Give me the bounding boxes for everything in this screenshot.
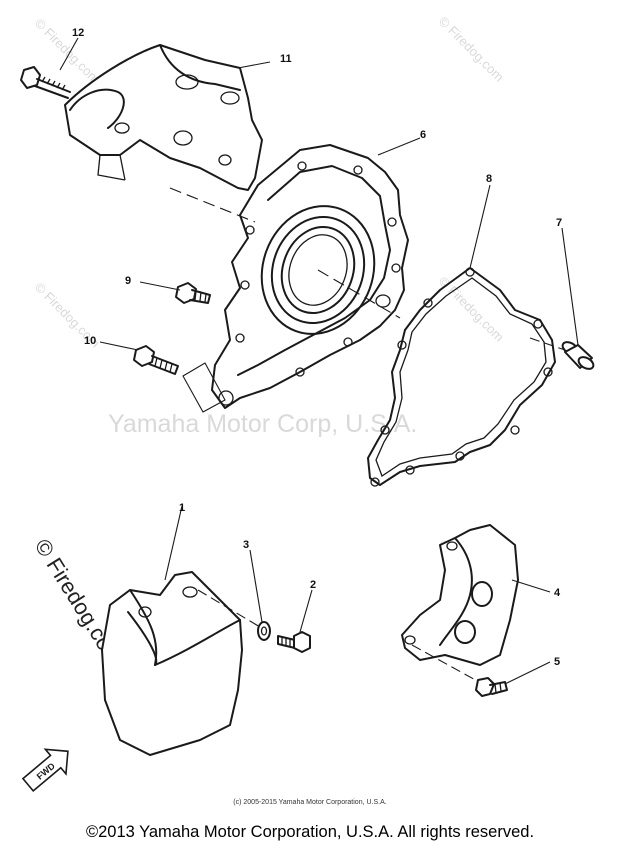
bolt-bracket — [182, 362, 226, 413]
callout-4: 4 — [554, 587, 561, 599]
diagram-credit: (c) 2005-2015 Yamaha Motor Corporation, … — [233, 799, 387, 806]
part-9-bolt — [175, 282, 211, 304]
part-6-crankcase-cover — [169, 144, 409, 409]
watermark-firedog-top-right: © Firedog.com — [436, 14, 507, 85]
part-3-washer — [257, 621, 271, 641]
copyright-notice: ©2013 Yamaha Motor Corporation, U.S.A. A… — [85, 823, 535, 841]
callout-8: 8 — [486, 173, 492, 185]
callout-7: 7 — [556, 217, 562, 229]
callout-9: 9 — [125, 275, 131, 287]
part-8-gasket — [367, 267, 556, 487]
part-2-bolt — [277, 631, 311, 653]
part-5-bolt — [475, 677, 508, 697]
watermark-yamaha-center: Yamaha Motor Corp, U.S.A. — [108, 410, 417, 438]
callout-leaders — [59, 37, 579, 685]
part-12-bolt — [20, 66, 71, 99]
part-10-bolt — [133, 345, 179, 375]
callout-2: 2 — [310, 579, 316, 591]
watermark-firedog-top-left: © Firedog.com — [32, 16, 103, 87]
fwd-arrow-icon: FWD — [21, 748, 69, 792]
part-7-dowel-pin — [529, 337, 595, 370]
callout-12: 12 — [72, 27, 84, 39]
callout-1: 1 — [179, 502, 185, 514]
callout-5: 5 — [554, 656, 560, 668]
part-1-lower-cover — [101, 571, 266, 756]
callout-10: 10 — [84, 335, 96, 347]
part-4-bracket — [401, 524, 519, 689]
callout-6: 6 — [420, 129, 426, 141]
callout-11: 11 — [280, 53, 292, 65]
part-11-upper-cover — [64, 44, 263, 191]
callout-3: 3 — [243, 539, 249, 551]
